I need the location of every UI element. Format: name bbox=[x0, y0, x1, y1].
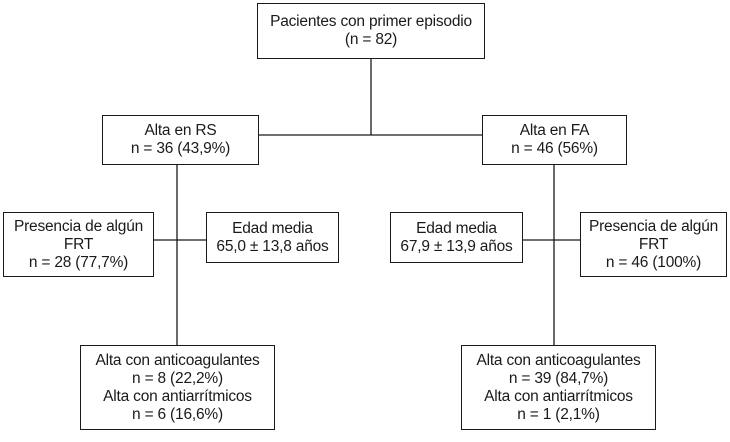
rs-count: n = 36 (43,9%) bbox=[130, 140, 231, 157]
fa-title: Alta en FA bbox=[519, 122, 590, 139]
fa-age-value: 67,9 ± 13,9 años bbox=[400, 237, 513, 255]
fa-count: n = 46 (56%) bbox=[511, 140, 598, 157]
fa-age-title: Edad media bbox=[416, 219, 497, 237]
rs-anticoag-label: Alta con anticoagulantes bbox=[95, 351, 260, 369]
fa-anticoag-label: Alta con anticoagulantes bbox=[476, 351, 641, 369]
rs-antiarr-label: Alta con antiarrítmicos bbox=[103, 387, 252, 405]
rs-frt-count: n = 28 (77,7%) bbox=[28, 253, 129, 271]
rs-discharge-node: Alta en RS n = 36 (43,9%) bbox=[102, 115, 259, 165]
fa-risk-factor-node: Presencia de algún FRT n = 46 (100%) bbox=[580, 212, 727, 277]
root-count: (n = 82) bbox=[344, 31, 398, 48]
rs-frt-line2: FRT bbox=[63, 235, 94, 253]
fa-outcome-node: Alta con anticoagulantes n = 39 (84,7%) … bbox=[461, 345, 656, 430]
rs-outcome-node: Alta con anticoagulantes n = 8 (22,2%) A… bbox=[80, 345, 275, 430]
fa-age-node: Edad media 67,9 ± 13,9 años bbox=[390, 212, 523, 263]
fa-frt-count: n = 46 (100%) bbox=[605, 253, 702, 271]
fa-antiarr-count: n = 1 (2,1%) bbox=[517, 405, 600, 423]
rs-antiarr-count: n = 6 (16,6%) bbox=[132, 405, 223, 423]
fa-anticoag-count: n = 39 (84,7%) bbox=[508, 369, 609, 387]
rs-age-value: 65,0 ± 13,8 años bbox=[216, 237, 329, 255]
fa-discharge-node: Alta en FA n = 46 (56%) bbox=[482, 115, 627, 165]
rs-risk-factor-node: Presencia de algún FRT n = 28 (77,7%) bbox=[3, 212, 154, 277]
root-title: Pacientes con primer episodio bbox=[270, 13, 472, 30]
rs-frt-line1: Presencia de algún bbox=[13, 217, 144, 235]
rs-title: Alta en RS bbox=[144, 122, 217, 139]
rs-age-node: Edad media 65,0 ± 13,8 años bbox=[206, 212, 339, 263]
fa-frt-line2: FRT bbox=[638, 235, 669, 253]
fa-frt-line1: Presencia de algún bbox=[588, 217, 719, 235]
root-node: Pacientes con primer episodio (n = 82) bbox=[257, 3, 485, 59]
fa-antiarr-label: Alta con antiarrítmicos bbox=[484, 387, 633, 405]
rs-age-title: Edad media bbox=[232, 219, 313, 237]
rs-anticoag-count: n = 8 (22,2%) bbox=[132, 369, 223, 387]
